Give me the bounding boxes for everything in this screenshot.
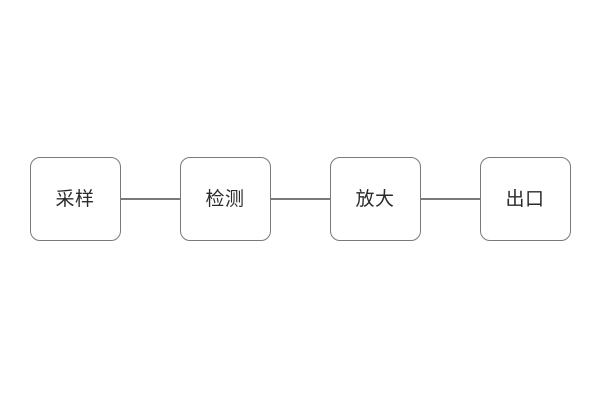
flow-node-outlet[interactable]: 出口	[479, 157, 571, 241]
flow-node-label: 检测	[205, 187, 245, 210]
flow-node-label: 放大	[355, 187, 395, 210]
flow-node-detection[interactable]: 检测	[179, 157, 271, 241]
flow-node-amplification[interactable]: 放大	[329, 157, 421, 241]
flow-node-label: 出口	[505, 187, 545, 210]
connector-detection-to-amplification	[270, 198, 330, 200]
connector-amplification-to-outlet	[420, 198, 480, 200]
flow-node-sampling[interactable]: 采样	[29, 157, 121, 241]
flow-node-label: 采样	[55, 187, 95, 210]
flow-chain: 采样 检测 放大 出口	[0, 157, 600, 241]
connector-sampling-to-detection	[120, 198, 180, 200]
